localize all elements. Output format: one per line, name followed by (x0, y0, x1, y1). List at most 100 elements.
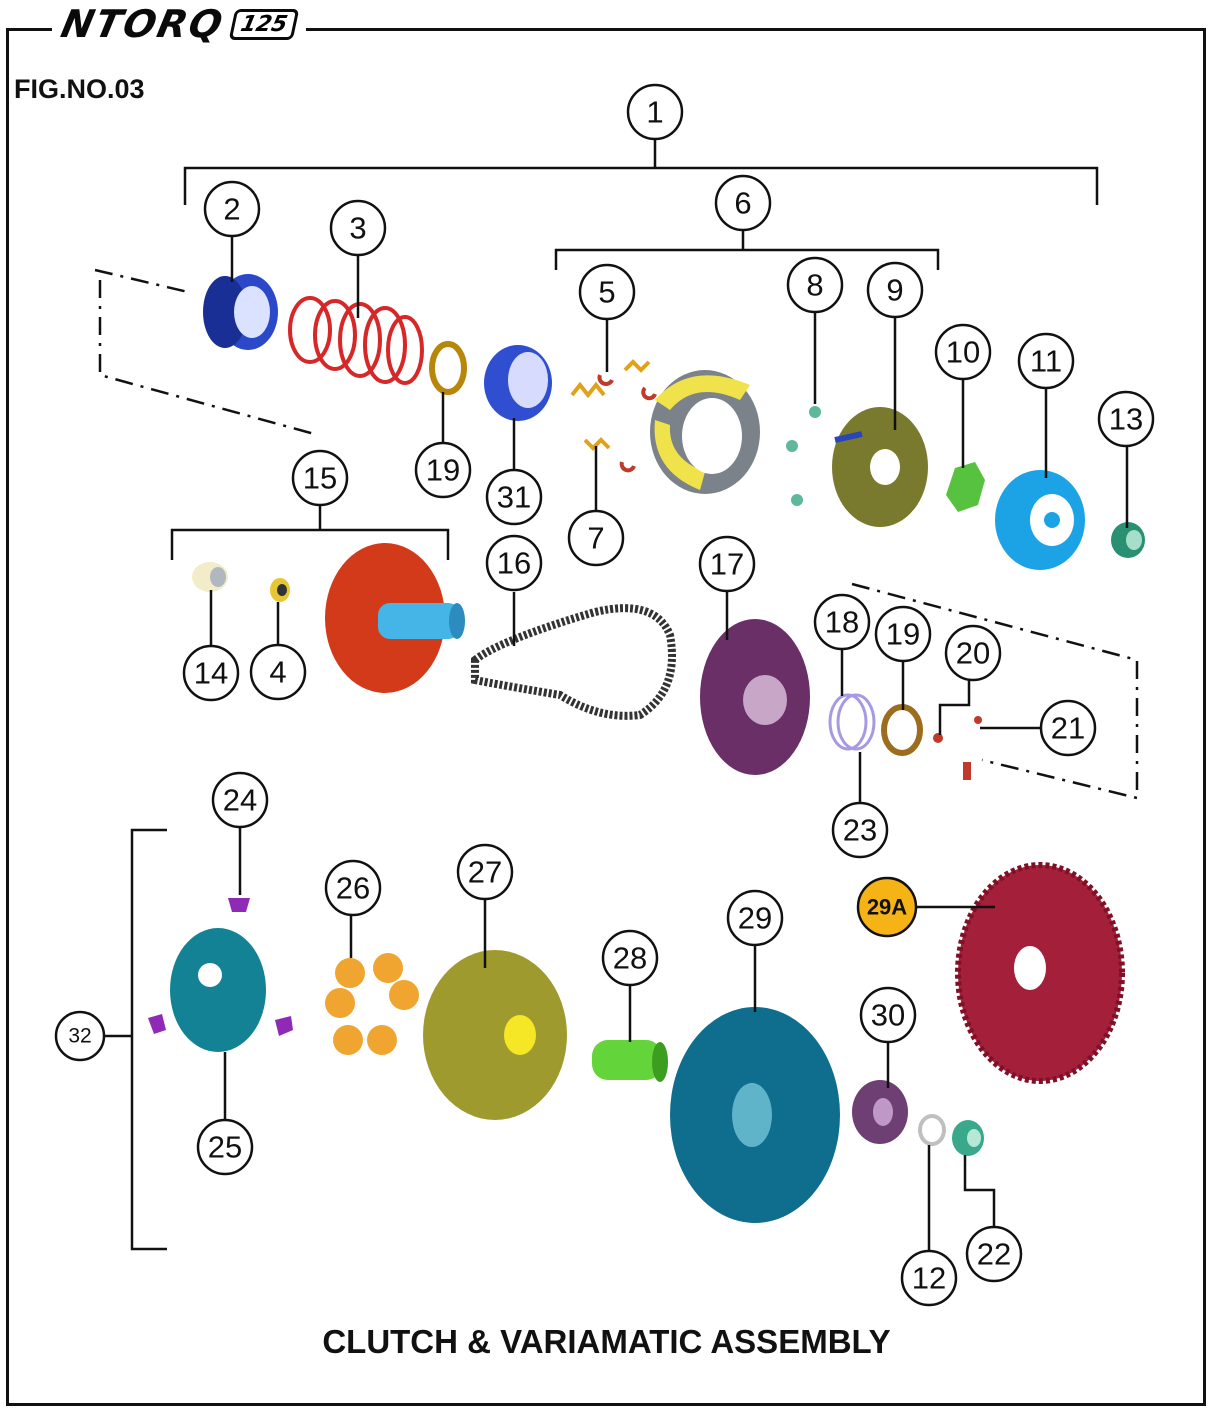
svg-text:30: 30 (871, 998, 905, 1033)
part-clutch-shoes (650, 370, 760, 494)
callout-9: 9 (866, 261, 924, 319)
callout-29: 29 (726, 889, 784, 947)
svg-text:27: 27 (468, 855, 502, 890)
callout-11: 11 (1017, 332, 1075, 390)
part-15-pulley (325, 543, 465, 693)
diagram-caption: CLUTCH & VARIAMATIC ASSEMBLY (322, 1323, 891, 1360)
callout-19-lower: 19 (874, 605, 932, 663)
part-19-washer (429, 341, 467, 395)
part-13-nut (1111, 522, 1145, 558)
part-9-plate (832, 407, 928, 527)
part-29a-gear-fan (955, 862, 1125, 1084)
callout-26: 26 (324, 859, 382, 917)
callout-24: 24 (211, 771, 269, 829)
part-28-collar (592, 1040, 668, 1082)
svg-text:24: 24 (223, 783, 257, 818)
svg-text:4: 4 (269, 655, 286, 690)
part-22-nut (952, 1120, 984, 1156)
svg-text:12: 12 (912, 1261, 946, 1296)
callout-28: 28 (601, 929, 659, 987)
dash-dot-boundaries (94, 268, 1139, 800)
callout-23: 23 (831, 801, 889, 859)
callout-14: 14 (182, 644, 240, 702)
svg-text:14: 14 (194, 656, 228, 691)
part-clips (597, 374, 657, 473)
svg-text:21: 21 (1051, 711, 1085, 746)
part-11-clutch-bell (995, 470, 1085, 570)
callout-7: 7 (567, 509, 625, 567)
svg-text:10: 10 (946, 335, 980, 370)
svg-text:19: 19 (886, 617, 920, 652)
callout-32: 32 (54, 1010, 106, 1062)
callout-30: 30 (859, 986, 917, 1044)
callout-6: 6 (714, 174, 772, 232)
callout-16: 16 (485, 534, 543, 592)
callout-25: 25 (196, 1118, 254, 1176)
part-17-driven-face (700, 619, 810, 775)
callout-15: 15 (291, 449, 349, 507)
callout-12: 12 (900, 1249, 958, 1307)
part-16-belt (471, 604, 676, 720)
callout-27: 27 (456, 843, 514, 901)
part-19-washer-lower (881, 704, 923, 756)
svg-text:29: 29 (738, 901, 772, 936)
part-2-collar (203, 274, 278, 350)
svg-text:25: 25 (208, 1130, 242, 1165)
svg-text:3: 3 (349, 211, 366, 246)
svg-text:6: 6 (734, 186, 751, 221)
svg-text:19: 19 (426, 453, 460, 488)
svg-text:32: 32 (68, 1025, 91, 1048)
part-3-spring (288, 296, 424, 385)
part-27-drive-face (423, 950, 567, 1120)
part-14-bush (192, 562, 228, 592)
part-20-21-pins (933, 716, 982, 780)
leader-lines (209, 236, 1129, 1250)
callout-22: 22 (965, 1225, 1023, 1283)
svg-text:31: 31 (497, 480, 531, 515)
part-31-ring (484, 345, 552, 421)
svg-text:9: 9 (886, 273, 903, 308)
svg-text:20: 20 (956, 636, 990, 671)
brand-logo: NTORQ 125 (52, 2, 306, 46)
part-18-ring (828, 693, 876, 751)
part-4-washer (270, 578, 290, 602)
part-10-nut (946, 462, 985, 512)
callout-8: 8 (786, 256, 844, 314)
svg-text:16: 16 (497, 546, 531, 581)
part-5-7-springs (570, 359, 651, 451)
svg-text:28: 28 (613, 941, 647, 976)
drawing-frame (6, 28, 1206, 1406)
part-29-fan (670, 1007, 840, 1223)
callout-31: 31 (485, 468, 543, 526)
callout-21: 21 (1039, 699, 1097, 757)
svg-text:29A: 29A (867, 895, 907, 920)
svg-text:13: 13 (1109, 402, 1143, 437)
svg-text:11: 11 (1030, 344, 1062, 379)
svg-text:23: 23 (843, 813, 877, 848)
svg-text:7: 7 (587, 521, 604, 556)
callout-2: 2 (203, 180, 261, 238)
callout-3: 3 (329, 199, 387, 257)
callout-17: 17 (698, 535, 756, 593)
callout-4: 4 (249, 643, 307, 701)
callout-13: 13 (1097, 390, 1155, 448)
callout-5: 5 (578, 263, 636, 321)
part-illustrations (148, 274, 1145, 1223)
callouts: 1 2 3 4 5 6 7 8 9 10 11 12 13 14 15 16 1… (54, 83, 1155, 1307)
part-26-rollers (325, 953, 419, 1055)
part-32-ramp-plate (170, 928, 266, 1052)
callout-10: 10 (934, 323, 992, 381)
svg-text:26: 26 (336, 871, 370, 906)
callout-19-top: 19 (414, 441, 472, 499)
part-12-washer (918, 1114, 946, 1146)
part-8-rollers (786, 406, 821, 506)
callout-18: 18 (813, 593, 871, 651)
part-sliders (148, 1014, 293, 1036)
svg-text:22: 22 (977, 1237, 1011, 1272)
callout-29a: 29A (856, 876, 918, 938)
callout-20: 20 (944, 624, 1002, 682)
svg-text:5: 5 (598, 275, 615, 310)
svg-text:8: 8 (806, 268, 823, 303)
svg-text:1: 1 (646, 95, 663, 130)
part-30-nut (852, 1080, 908, 1144)
